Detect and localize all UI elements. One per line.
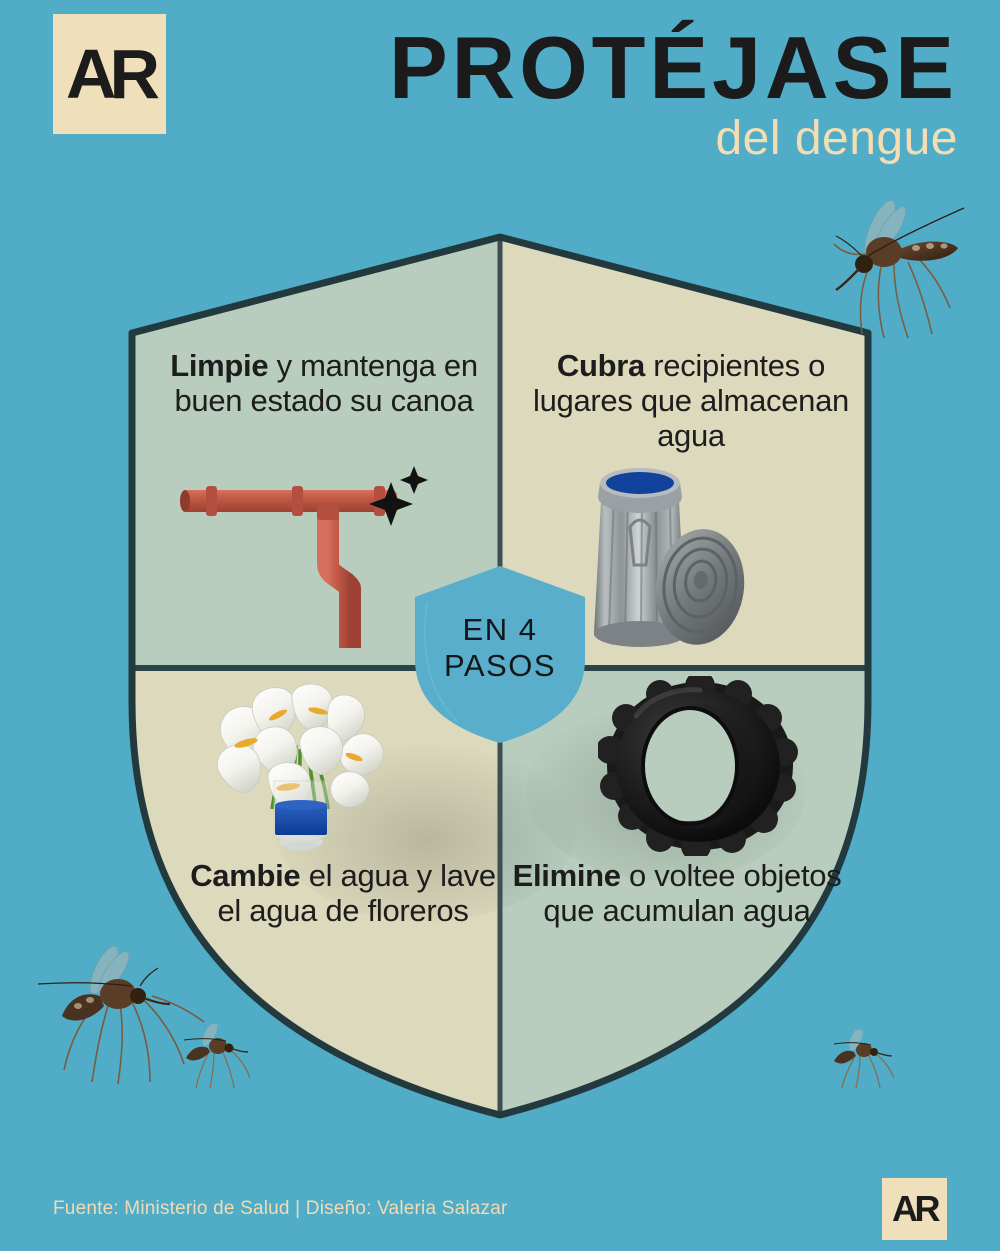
tire-hole xyxy=(643,708,737,824)
quadrant-body-bottom-left: el agua y lave el agua de floreros xyxy=(217,858,496,929)
quadrant-text-bottom-left: Cambie el agua y lave el agua de florero… xyxy=(178,858,508,928)
water-in-vase xyxy=(275,805,327,835)
mosquito-bottom-left-small xyxy=(178,1022,258,1090)
page-title: PROTÉJASE xyxy=(388,18,958,117)
mosquito-top-right xyxy=(832,196,1000,342)
trash-can-with-lid-icon xyxy=(578,455,768,660)
sparkle-large-icon xyxy=(369,482,413,526)
badge-line-2: PASOS xyxy=(443,647,557,683)
water-in-can xyxy=(606,472,674,494)
flower-vase-icon xyxy=(196,683,406,855)
ar-logo-footer[interactable]: AR xyxy=(882,1178,947,1240)
quadrant-body-bottom-right: o voltee objetos que acumulan agua xyxy=(543,858,842,929)
quadrant-text-bottom-right: Elimine o voltee objetos que acumulan ag… xyxy=(512,858,842,928)
footer-credit: Fuente: Ministerio de Salud | Diseño: Va… xyxy=(53,1198,508,1219)
quadrant-body-top-left: y mantenga en buen estado su canoa xyxy=(174,348,478,419)
quadrant-body-top-right: recipientes o lugares que almacenan agua xyxy=(533,348,849,454)
tire-icon xyxy=(596,671,808,861)
rain-gutter-downspout-icon xyxy=(178,452,428,662)
center-badge: EN 4 PASOS xyxy=(411,563,589,746)
quadrant-text-top-right: Cubra recipientes o lugares que almacena… xyxy=(515,348,867,453)
quadrant-keyword-top-left: Limpie xyxy=(170,348,269,383)
badge-label: EN 4 PASOS xyxy=(411,563,589,746)
mosquito-bottom-left-large xyxy=(28,945,218,1086)
quadrant-keyword-bottom-right: Elimine xyxy=(512,858,621,893)
ar-logo-text: AR xyxy=(65,35,160,113)
badge-line-1: EN 4 xyxy=(462,611,538,647)
shield-outline xyxy=(128,233,872,1119)
quadrant-text-top-left: Limpie y mantenga en buen estado su cano… xyxy=(148,348,500,418)
sparkle-small-icon xyxy=(400,466,428,494)
mosquito-bottom-right-small xyxy=(828,1027,898,1090)
quadrant-keyword-top-right: Cubra xyxy=(556,348,645,383)
quadrant-keyword-bottom-left: Cambie xyxy=(190,858,301,893)
page-subtitle: del dengue xyxy=(715,112,958,166)
ar-logo-footer-text: AR xyxy=(892,1188,941,1229)
title-block: PROTÉJASE del dengue xyxy=(388,18,958,166)
badge-shield-shape xyxy=(415,566,585,743)
ar-logo-header[interactable]: AR xyxy=(53,14,166,134)
